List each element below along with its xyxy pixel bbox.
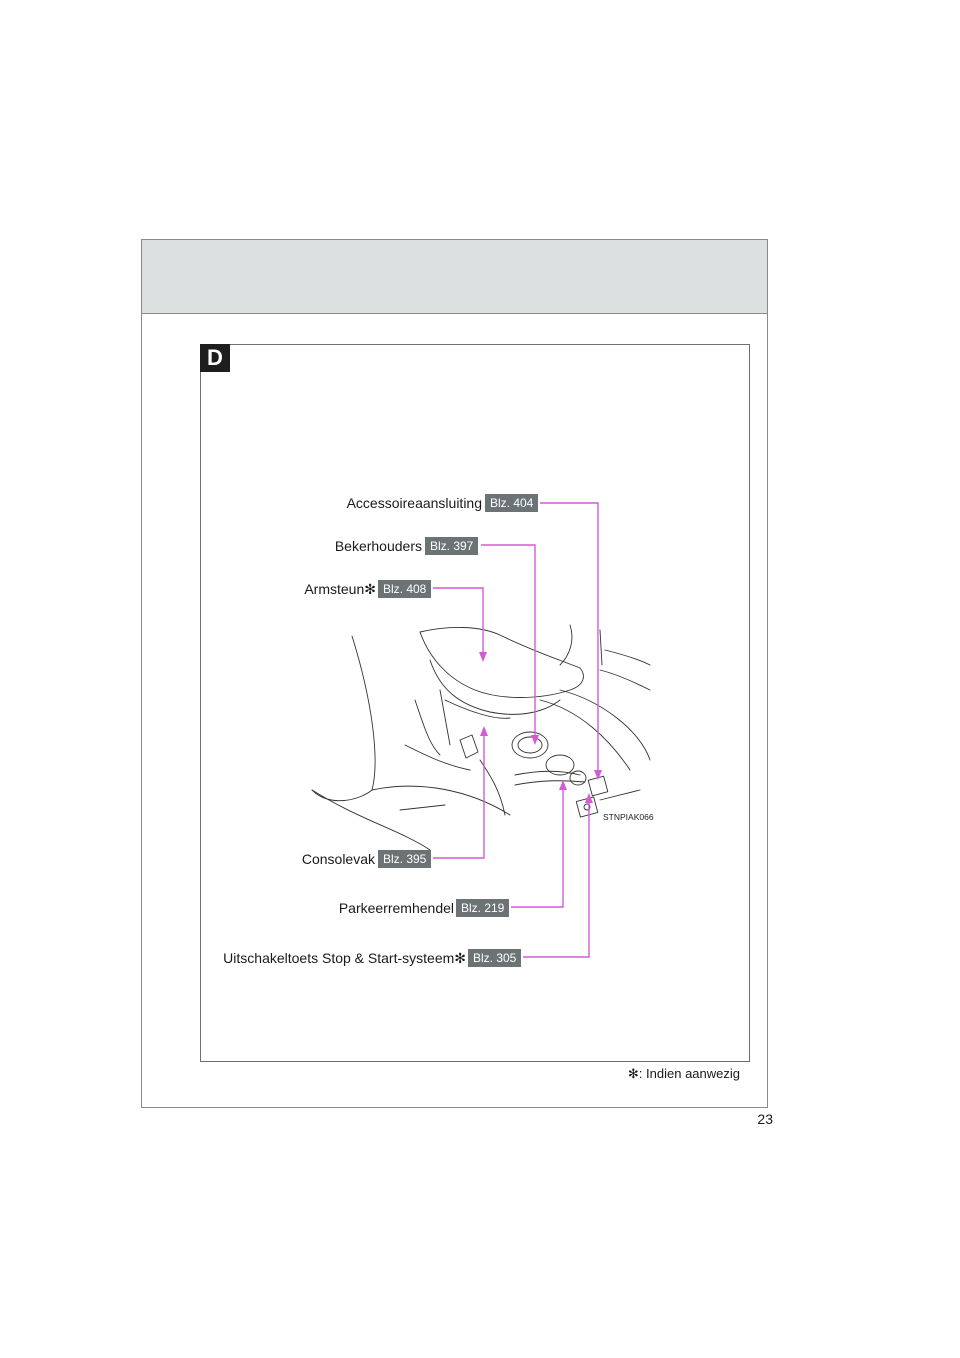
footnote-symbol: ✻	[627, 1066, 639, 1081]
leader-armrest	[433, 587, 484, 652]
label-console: Consolevak	[302, 850, 375, 868]
footnote: ✻: Indien aanwezig	[628, 1066, 740, 1082]
label-accessory-text: Accessoireaansluiting	[346, 495, 482, 511]
section-box	[200, 344, 750, 1062]
label-accessory: Accessoireaansluiting	[347, 494, 482, 512]
leader-console	[433, 736, 485, 859]
label-parkbrake: Parkeerremhendel	[339, 899, 454, 917]
label-console-text: Consolevak	[301, 851, 375, 867]
leader-stopstart	[523, 803, 590, 958]
page-number: 23	[757, 1111, 773, 1127]
leader-cupholders	[481, 544, 536, 735]
label-stopstart-text: Uitschakeltoets Stop & Start-systeem	[223, 950, 455, 966]
page-frame	[141, 239, 768, 1108]
asterisk-armrest: ✻	[364, 581, 376, 597]
label-armrest: Armsteun✻	[304, 580, 376, 598]
ref-cupholders[interactable]: Blz. 397	[425, 537, 479, 555]
ref-stopstart[interactable]: Blz. 305	[468, 949, 522, 967]
ref-accessory[interactable]: Blz. 404	[485, 494, 539, 512]
label-cupholders: Bekerhouders	[335, 537, 422, 555]
ref-parkbrake[interactable]: Blz. 219	[456, 899, 510, 917]
label-stopstart: Uitschakeltoets Stop & Start-systeem✻	[223, 949, 466, 967]
leader-parkbrake	[511, 790, 564, 908]
label-cupholders-text: Bekerhouders	[334, 538, 422, 554]
ref-console[interactable]: Blz. 395	[378, 850, 432, 868]
illustration-code: STNPIAK066	[603, 812, 654, 822]
ref-armrest[interactable]: Blz. 408	[378, 580, 432, 598]
footnote-text: : Indien aanwezig	[638, 1066, 740, 1081]
section-letter: D	[200, 344, 230, 372]
label-parkbrake-text: Parkeerremhendel	[338, 900, 454, 916]
label-armrest-text: Armsteun	[304, 581, 365, 597]
asterisk-stopstart: ✻	[454, 950, 466, 966]
leader-accessory	[540, 502, 599, 770]
header-band	[142, 240, 767, 314]
